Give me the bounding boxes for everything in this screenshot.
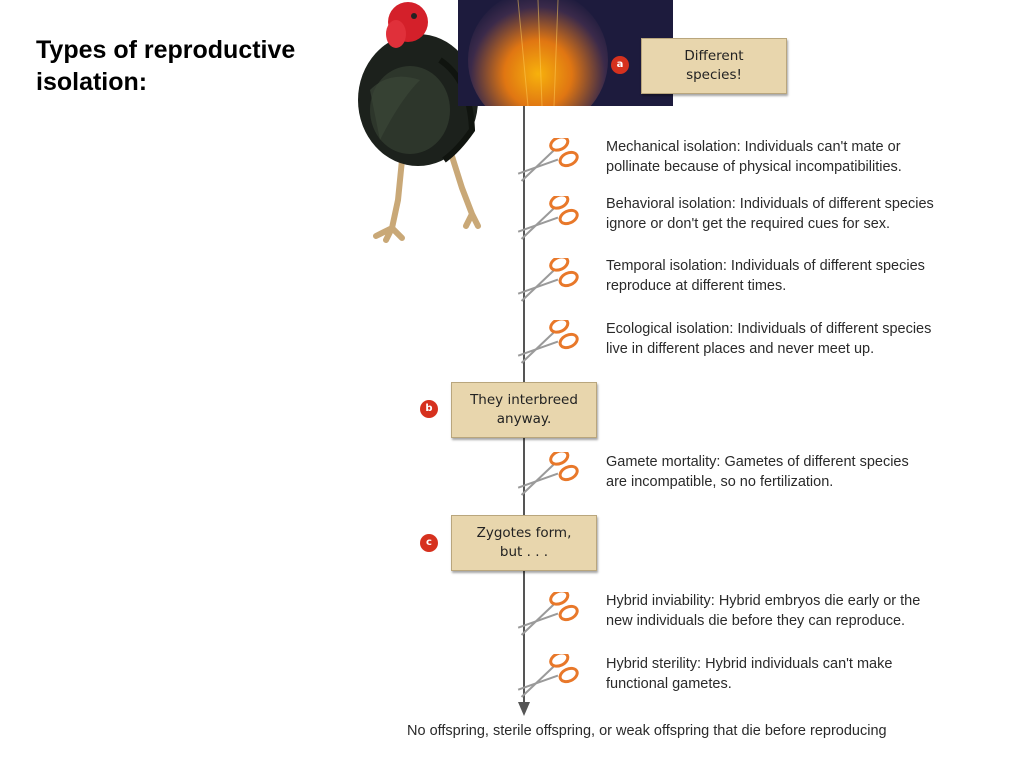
barrier-behavioral: Behavioral isolation: Individuals of dif… (606, 194, 996, 234)
box-they-interbreed: They interbreed anyway. (451, 382, 597, 438)
scissors-icon (517, 592, 579, 636)
scissors-icon (517, 654, 579, 698)
barrier-text-line: Ecological isolation: Individuals of dif… (606, 321, 932, 337)
barrier-gamete-mortality: Gamete mortality: Gametes of different s… (606, 452, 996, 492)
barrier-text-line: Gamete mortality: Gametes of different s… (606, 454, 909, 470)
scissors-icon (517, 452, 579, 496)
box-c-line-2: but . . . (499, 544, 549, 560)
scissors-icon (517, 320, 579, 364)
barrier-text-line: functional gametes. (606, 676, 732, 692)
feather-photo (458, 0, 673, 106)
barrier-text-line: live in different places and never meet … (606, 341, 875, 357)
box-c-line-1: Zygotes form, (476, 525, 572, 541)
badge-c: c (420, 534, 438, 552)
title-line-1: Types of reproductive (36, 36, 296, 64)
box-zygotes-form: Zygotes form, but . . . (451, 515, 597, 571)
barrier-ecological: Ecological isolation: Individuals of dif… (606, 319, 996, 359)
box-b-line-1: They interbreed (470, 392, 578, 408)
barrier-text-line: reproduce at different times. (606, 278, 787, 294)
barrier-mechanical: Mechanical isolation: Individuals can't … (606, 137, 996, 177)
slide-title: Types of reproductive isolation: (36, 34, 346, 98)
title-line-2: isolation: (36, 68, 148, 96)
barrier-text-line: Hybrid inviability: Hybrid embryos die e… (606, 593, 921, 609)
box-different-species: Different species! (641, 38, 787, 94)
box-a-line-2: species! (686, 67, 742, 83)
badge-b: b (420, 400, 438, 418)
barrier-text-line: Behavioral isolation: Individuals of dif… (606, 196, 934, 212)
barrier-hybrid-sterility: Hybrid sterility: Hybrid individuals can… (606, 654, 996, 694)
turkey-illustration (358, 2, 481, 243)
barrier-text-line: Temporal isolation: Individuals of diffe… (606, 258, 925, 274)
barrier-hybrid-inviability: Hybrid inviability: Hybrid embryos die e… (606, 591, 996, 631)
box-b-line-2: anyway. (496, 411, 552, 427)
barrier-text-line: ignore or don't get the required cues fo… (606, 216, 891, 232)
box-a-line-1: Different (684, 48, 744, 64)
barrier-text-line: are incompatible, so no fertilization. (606, 474, 834, 490)
badge-a: a (611, 56, 629, 74)
scissors-icon (517, 196, 579, 240)
barrier-text-line: new individuals die before they can repr… (606, 613, 906, 629)
barrier-text-line: pollinate because of physical incompatib… (606, 159, 902, 175)
scissors-icon (517, 138, 579, 182)
barrier-text-line: Hybrid sterility: Hybrid individuals can… (606, 656, 893, 672)
scissors-icon (517, 258, 579, 302)
barrier-text-line: Mechanical isolation: Individuals can't … (606, 139, 901, 155)
outcome-text: No offspring, sterile offspring, or weak… (407, 723, 887, 739)
barrier-temporal: Temporal isolation: Individuals of diffe… (606, 256, 996, 296)
